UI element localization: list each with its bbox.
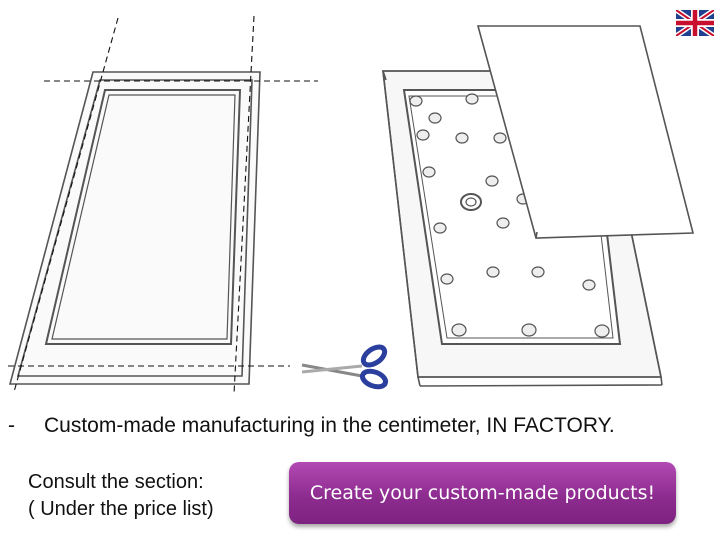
description-line: - Custom-made manufacturing in the centim… — [8, 414, 713, 438]
create-custom-products-button[interactable]: Create your custom-made products! — [289, 462, 676, 524]
uk-flag-icon[interactable] — [676, 10, 714, 36]
description-text: Custom-made manufacturing in the centime… — [44, 414, 615, 437]
scissors-icon — [301, 344, 389, 390]
center-hole — [460, 193, 482, 211]
bullet-marker: - — [8, 414, 15, 437]
cut-lines — [8, 15, 318, 395]
frame-panel — [8, 71, 261, 385]
cover-panel — [476, 25, 695, 239]
studs — [409, 93, 610, 338]
consult-line-1: Consult the section: — [28, 471, 204, 493]
consult-note: Consult the section: ( Under the price l… — [28, 469, 214, 523]
consult-line-2: ( Under the price list) — [28, 498, 214, 520]
